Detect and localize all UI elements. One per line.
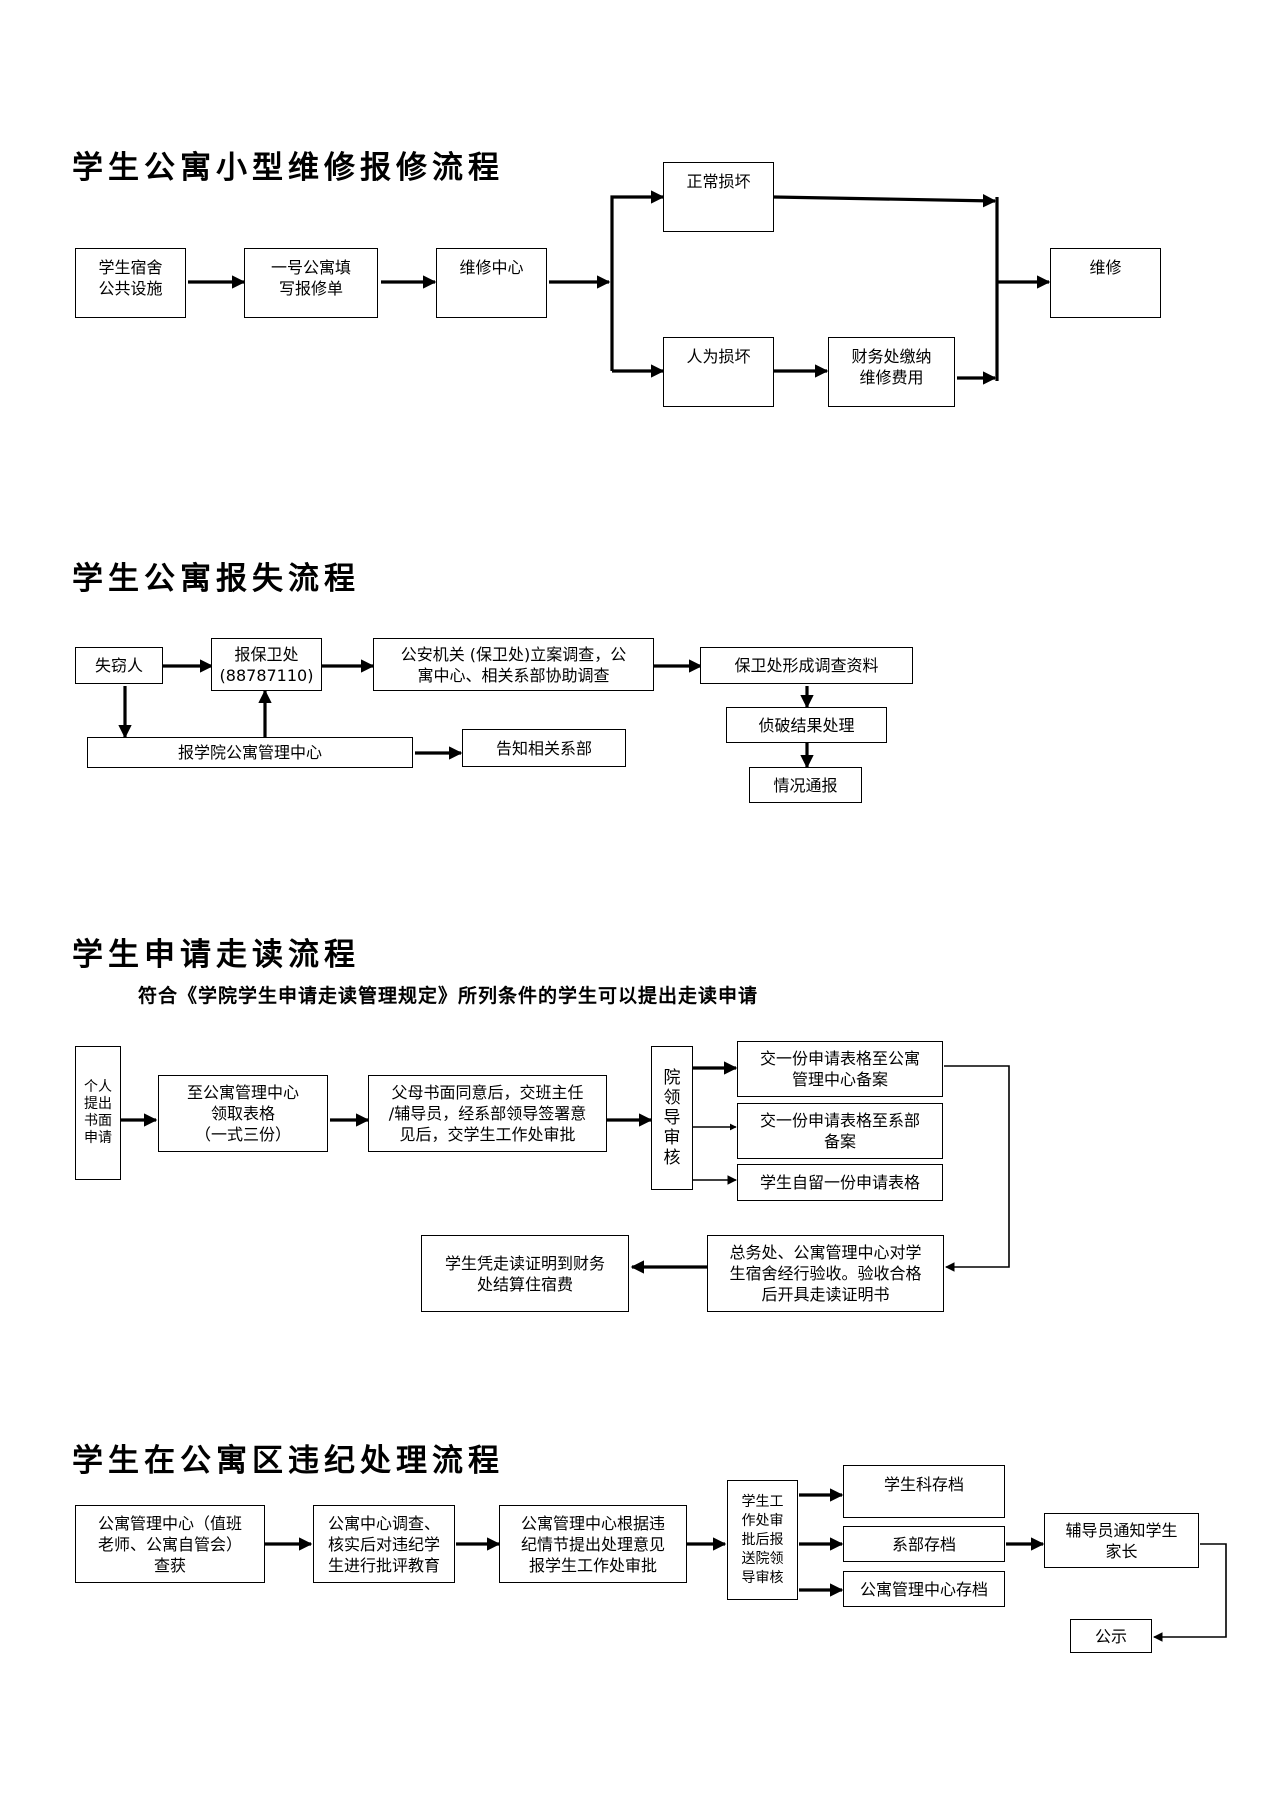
node-finance-payment: 财务处缴纳 维修费用 [828, 337, 955, 407]
node-get-form: 至公寓管理中心 领取表格 （一式三份） [158, 1075, 328, 1152]
section2-title: 学生公寓报失流程 [72, 561, 360, 597]
node-normal-damage: 正常损坏 [663, 162, 774, 232]
section4-title: 学生在公寓区违纪处理流程 [72, 1443, 504, 1479]
node-propose-handling: 公寓管理中心根据违 纪情节提出处理意见 报学生工作处审批 [499, 1505, 687, 1583]
node-parents-consent: 父母书面同意后，交班主任 /辅导员，经系部领导签署意 见后，交学生工作处审批 [368, 1075, 607, 1152]
node-publicize: 公示 [1070, 1619, 1152, 1653]
arrow-normal-to-merge [773, 194, 997, 208]
node-settle-fees: 学生凭走读证明到财务 处结算住宿费 [421, 1235, 629, 1312]
node-form: 一号公寓填 写报修单 [244, 248, 378, 318]
node-copy-apartment: 交一份申请表格至公寓 管理中心备案 [737, 1041, 943, 1097]
node-notify-department: 告知相关系部 [462, 729, 626, 767]
node-investigate-educate: 公寓中心调查、 核实后对违纪学 生进行批评教育 [313, 1505, 455, 1583]
node-repair: 维修 [1050, 248, 1161, 318]
node-victim: 失窃人 [75, 647, 163, 684]
node-archive-center: 公寓管理中心存档 [843, 1571, 1005, 1607]
node-archive-department: 系部存档 [843, 1526, 1005, 1562]
node-discovered: 公寓管理中心（值班 老师、公寓自管会） 查获 [75, 1505, 265, 1583]
node-copy-self: 学生自留一份申请表格 [737, 1164, 943, 1201]
arrow-split-to-normal [610, 190, 665, 371]
node-police-investigation: 公安机关 (保卫处)立案调查，公 寓中心、相关系部协助调查 [373, 638, 654, 691]
node-archive-student-office: 学生科存档 [843, 1465, 1005, 1518]
node-counselor-notify: 辅导员通知学生 家长 [1044, 1513, 1199, 1568]
node-human-damage: 人为损坏 [663, 337, 774, 407]
node-dorm-acceptance: 总务处、公寓管理中心对学 生宿舍经行验收。验收合格 后开具走读证明书 [707, 1235, 944, 1312]
node-maintenance-center: 维修中心 [436, 248, 547, 318]
arrow-copy1-to-acceptance [944, 1065, 1010, 1272]
node-security-office: 报保卫处 (88787110) [211, 638, 322, 691]
node-case-result: 侦破结果处理 [726, 707, 887, 743]
section3-title: 学生申请走读流程 [72, 937, 360, 973]
section3-subtitle: 符合《学院学生申请走读管理规定》所列条件的学生可以提出走读申请 [138, 985, 759, 1007]
section1-title: 学生公寓小型维修报修流程 [72, 150, 504, 186]
node-apartment-center: 报学院公寓管理中心 [87, 737, 413, 768]
node-personal-application: 个人 提出 书面 申请 [75, 1046, 121, 1180]
node-copy-department: 交一份申请表格至系部 备案 [737, 1103, 943, 1159]
node-facility: 学生宿舍 公共设施 [75, 248, 186, 318]
node-leader-review: 院 领 导 审 核 [651, 1046, 693, 1190]
node-investigation-data: 保卫处形成调查资料 [700, 647, 913, 684]
node-approve-review: 学生工 作处审 批后报 送院领 导审核 [727, 1480, 798, 1600]
node-situation-report: 情况通报 [749, 767, 862, 803]
